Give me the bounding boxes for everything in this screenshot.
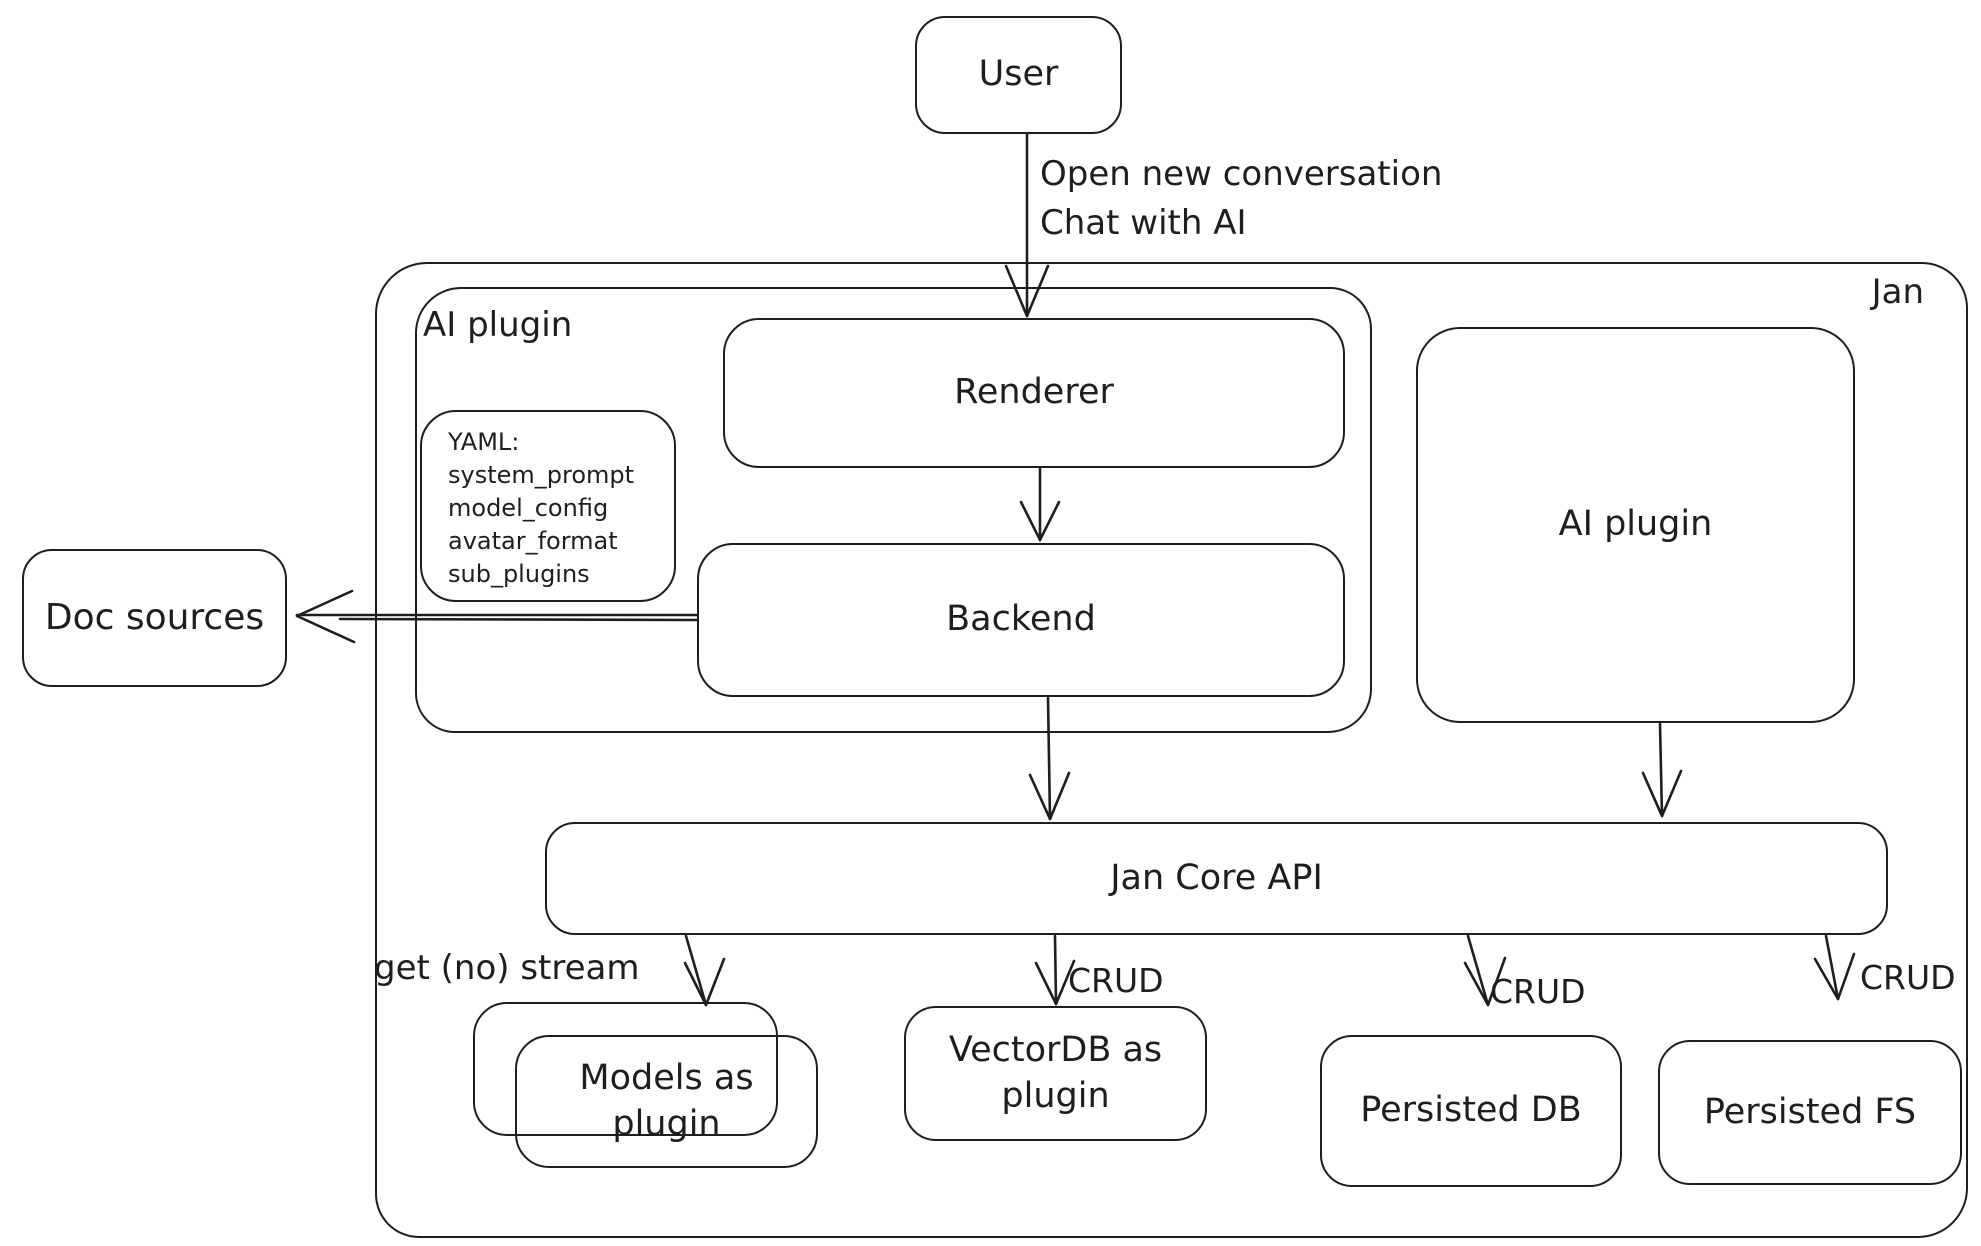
yaml-note-lines: system_prompt model_config avatar_format… xyxy=(448,461,635,588)
ai-plugin-container-label: AI plugin xyxy=(423,305,573,345)
renderer-node: Renderer xyxy=(723,318,1345,468)
edge-label-get-no-stream: get (no) stream xyxy=(374,948,640,988)
jan-container-label: Jan xyxy=(1871,272,1924,312)
persisted-fs-label: Persisted FS xyxy=(1703,1091,1917,1132)
vectordb-plugin-label: VectorDB as plugin xyxy=(948,1030,1163,1116)
yaml-note-box: YAML: system_prompt model_config avatar_… xyxy=(420,410,676,602)
ai-plugin-right-node: AI plugin xyxy=(1416,327,1855,723)
yaml-note-heading: YAML: xyxy=(448,428,520,456)
ai-plugin-container-box: AI plugin xyxy=(415,287,1372,733)
models-plugin-node: Models as plugin xyxy=(515,1035,818,1168)
edge-label-crud-persisted-db: CRUD xyxy=(1490,972,1586,1011)
doc-sources-node: Doc sources xyxy=(22,549,287,687)
jan-container-box: Jan xyxy=(375,262,1968,1238)
persisted-db-label: Persisted DB xyxy=(1360,1090,1582,1131)
models-plugin-label: Models as plugin xyxy=(579,1058,754,1144)
persisted-fs-node: Persisted FS xyxy=(1658,1040,1962,1185)
jan-core-api-label: Jan Core API xyxy=(1110,857,1323,898)
user-node: User xyxy=(915,16,1122,134)
jan-core-api-node: Jan Core API xyxy=(545,822,1888,935)
edge-label-crud-persisted-fs: CRUD xyxy=(1860,958,1956,997)
vectordb-plugin-node: VectorDB as plugin xyxy=(904,1006,1207,1141)
backend-label: Backend xyxy=(946,599,1096,640)
persisted-db-node: Persisted DB xyxy=(1320,1035,1622,1187)
ai-plugin-right-label: AI plugin xyxy=(1558,504,1713,545)
backend-node: Backend xyxy=(697,543,1345,697)
renderer-label: Renderer xyxy=(954,372,1114,413)
edge-label-open-conversation: Open new conversation Chat with AI xyxy=(1040,154,1443,244)
models-plugin-back-box xyxy=(473,1002,778,1136)
user-label: User xyxy=(978,54,1059,95)
doc-sources-label: Doc sources xyxy=(44,596,265,638)
edge-label-crud-vectordb: CRUD xyxy=(1068,961,1164,1000)
